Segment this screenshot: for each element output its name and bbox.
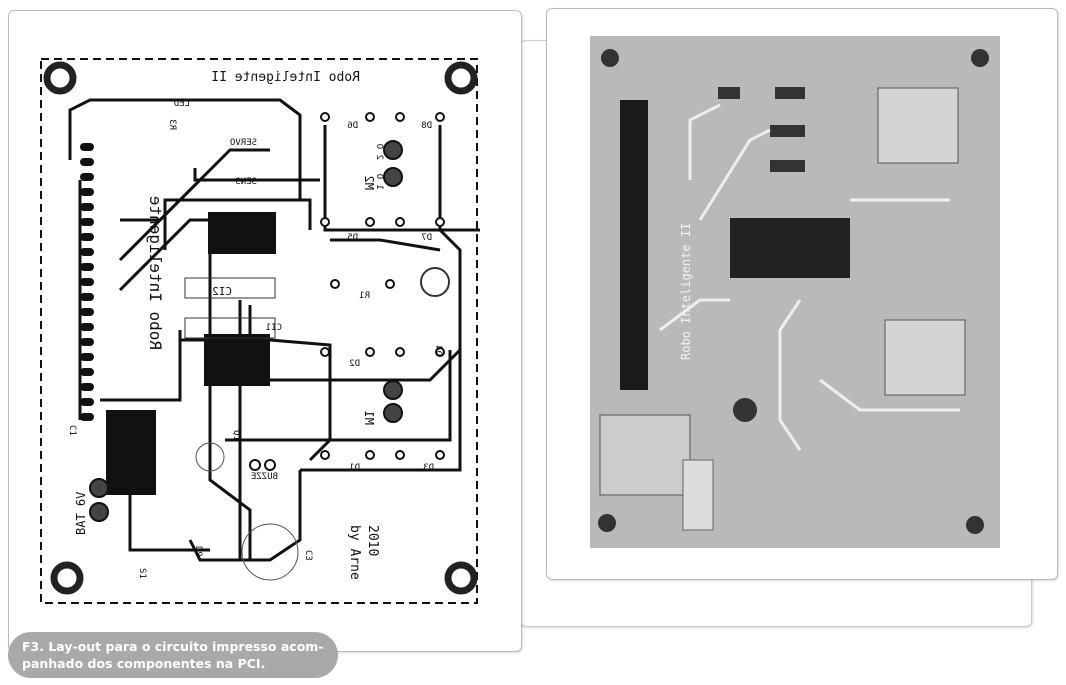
photo-battery-terminal	[599, 414, 691, 496]
label-m1: M1	[362, 411, 376, 425]
label-q1: Q1	[231, 430, 241, 441]
credit-author: by Arne	[347, 525, 362, 580]
label-d7: D7	[421, 233, 432, 243]
label-servo: SERVO	[230, 138, 257, 148]
pads	[249, 112, 445, 471]
ci2-outline	[184, 277, 276, 299]
pcb-layout: Robo Inteligente II 2010 by Arne Robo In…	[40, 58, 480, 604]
q1-outline	[195, 442, 225, 472]
figure-caption: F3. Lay-out para o circuito impresso aco…	[8, 632, 338, 678]
label-ci2: CI2	[212, 285, 232, 298]
board-outline	[40, 58, 478, 604]
photo-components	[598, 49, 989, 534]
label-c3: C3	[303, 550, 313, 561]
mounting-holes	[43, 61, 478, 595]
label-d1: D1	[349, 463, 360, 473]
photo-header-connector	[620, 100, 648, 390]
regulator-bottom	[204, 334, 270, 386]
label-led: LED	[174, 99, 190, 109]
label-bat: BAT 6V	[74, 492, 88, 535]
label-d9: D9	[193, 546, 203, 557]
label-d8: D8	[421, 121, 432, 131]
label-pin-a: 1 O	[374, 174, 384, 190]
label-d4: D4	[433, 345, 443, 356]
label-r1: R1	[359, 291, 370, 301]
buzzer-ring	[420, 267, 450, 297]
label-buzzer: BUZZE	[251, 472, 278, 482]
pcb-title: Robo Inteligente II	[211, 70, 360, 85]
ci1-outline	[184, 317, 276, 339]
terminal-screws	[89, 140, 403, 522]
capacitor-block	[106, 410, 156, 495]
label-d5: D5	[347, 233, 358, 243]
photo-board-text: Robo Inteligente II	[679, 223, 693, 360]
robo-label: Robo Inteligente	[146, 196, 165, 350]
credit-year: 2010	[365, 525, 380, 556]
photo-terminal-top	[877, 87, 959, 164]
label-d2: D2	[349, 359, 360, 369]
label-ci1: CI1	[266, 323, 282, 333]
photo-ic	[730, 218, 850, 278]
label-sens: SENS	[235, 177, 257, 187]
label-m2: M2	[362, 176, 376, 190]
photo-terminal-bottom	[884, 319, 966, 396]
pcb-photo: Robo Inteligente II	[590, 36, 1000, 548]
label-s1: S1	[137, 568, 147, 579]
c3-outline	[241, 523, 299, 581]
regulator-top	[208, 212, 276, 254]
photo-switch	[682, 459, 714, 531]
label-c1: C1	[67, 425, 77, 436]
caption-line-1: F3. Lay-out para o circuito impresso aco…	[22, 639, 324, 654]
label-d6: D6	[347, 121, 358, 131]
photo-traces	[659, 103, 960, 451]
label-d3: D3	[423, 463, 434, 473]
label-r3: R3	[167, 119, 177, 130]
caption-line-2: panhado dos componentes na PCI.	[22, 656, 266, 671]
header-pads	[80, 143, 94, 421]
label-pin-b: 2 O	[374, 144, 384, 160]
